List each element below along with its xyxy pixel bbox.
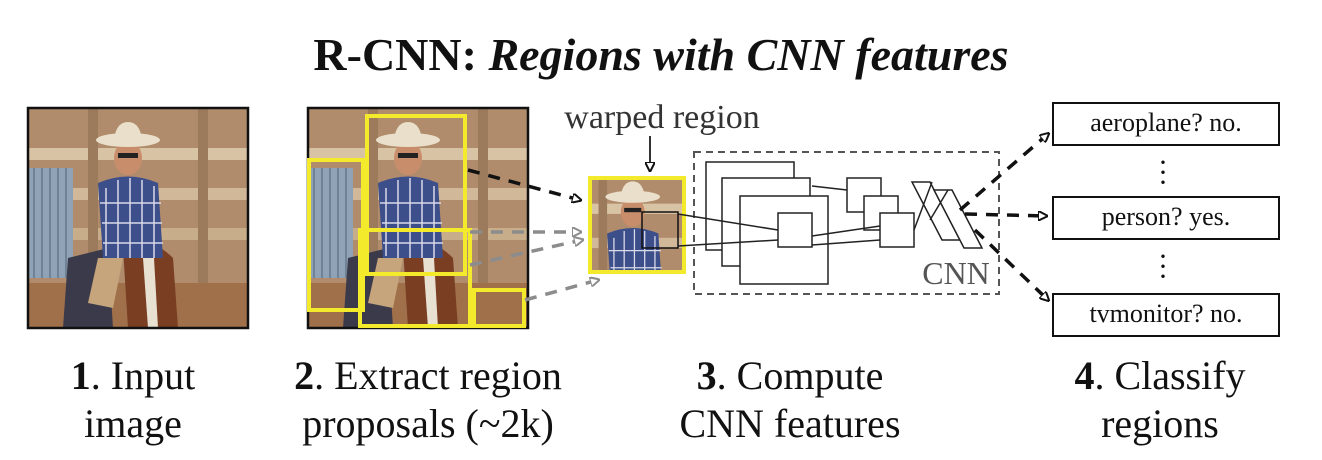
title-italic: Regions with CNN features: [488, 29, 1009, 80]
ellipsis-2: ···: [1158, 240, 1168, 293]
ellipsis-1: ···: [1158, 146, 1168, 199]
cnn-dashed-frame: [693, 151, 1000, 295]
step-3-caption: 3. Compute CNN features: [679, 353, 901, 446]
arrow-proposal-gray-3: [524, 280, 598, 302]
arrow-to-tvmonitor: [973, 228, 1048, 300]
class-box-tvmonitor: tvmonitor? no.: [1052, 293, 1280, 337]
warped-region-label: warped region: [564, 99, 759, 136]
step-1-caption: 1. Input image: [70, 353, 196, 446]
step-2-caption: 2. Extract region proposals (~2k): [294, 353, 562, 446]
proposal-box-person: [365, 114, 467, 276]
proposal-box-small: [472, 288, 526, 328]
proposal-box-sheet: [307, 158, 365, 312]
cnn-block: CNN: [677, 151, 1000, 295]
class-box-person: person? yes.: [1052, 196, 1280, 240]
title-bold: R-CNN:: [313, 29, 489, 80]
warped-region: [588, 176, 686, 274]
arrow-proposal-gray-2: [469, 240, 582, 267]
class-box-aeroplane: aeroplane? no.: [1052, 102, 1280, 146]
proposal-box-horse: [358, 228, 472, 328]
arrow-to-aeroplane: [958, 134, 1048, 212]
arrow-to-person: [964, 214, 1046, 216]
proposals-photo: [308, 108, 528, 328]
diagram-title: R-CNN: Regions with CNN features: [0, 28, 1322, 81]
step-4-caption: 4. Classify regions: [1074, 353, 1246, 446]
input-photo: [28, 108, 248, 328]
cnn-label: CNN: [922, 255, 990, 291]
proposals-image: [306, 106, 530, 330]
input-image: [26, 106, 250, 330]
